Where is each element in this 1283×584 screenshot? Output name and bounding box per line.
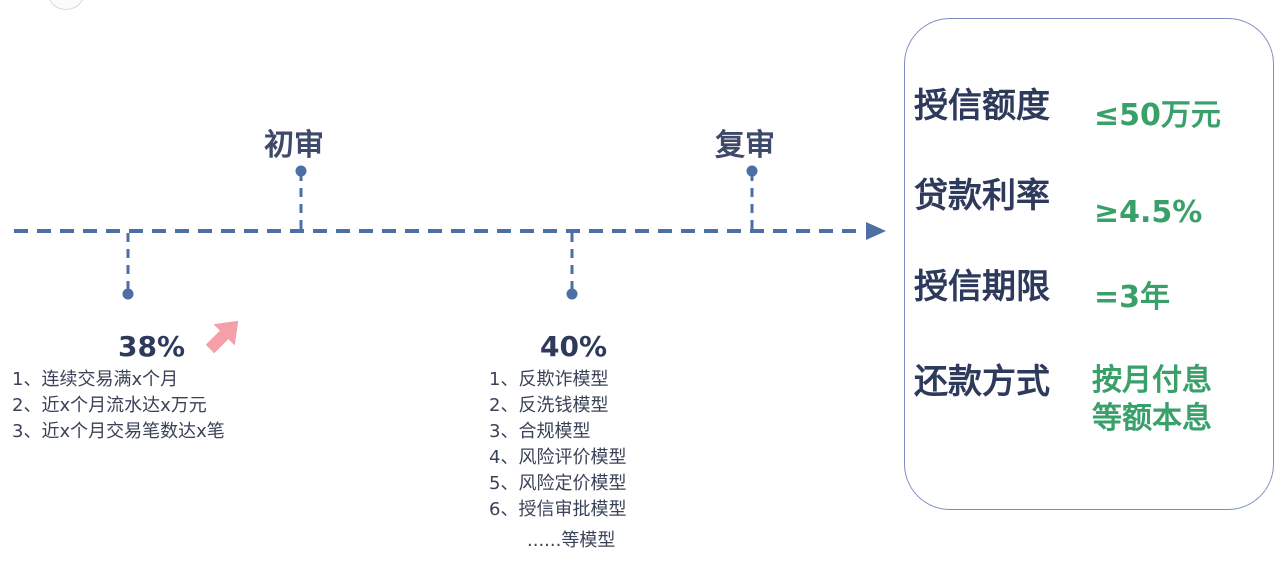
timeline-arrowhead (866, 222, 886, 240)
list-item: 5、风险定价模型 (489, 473, 627, 494)
checkpoint-1-percent: 38% (118, 330, 186, 363)
checkpoint-1-criteria-list: 1、连续交易满x个月 2、近x个月流水达x万元 3、近x个月交易笔数达x笔 (12, 367, 225, 445)
list-item: 3、近x个月交易笔数达x笔 (12, 421, 225, 442)
list-item: 4、风险评价模型 (489, 447, 627, 468)
term-value-credit-term: =3年 (1094, 279, 1170, 317)
list-item: 3、合规模型 (489, 421, 591, 442)
term-value-line: =3年 (1094, 280, 1171, 315)
checkpoint-2-model-list: 1、反欺诈模型 2、反洗钱模型 3、合规模型 4、风险评价模型 5、风险定价模型… (489, 367, 626, 523)
checkpoint-2-percent: 40% (540, 330, 608, 363)
final-review-dot (746, 165, 758, 177)
term-value-line: 等额本息 (1092, 401, 1212, 436)
term-value-line: ≤50万元 (1094, 98, 1221, 133)
list-item: 2、反洗钱模型 (489, 395, 609, 416)
stage-title-final-review: 复审 (715, 128, 775, 163)
list-item: 6、授信审批模型 (489, 499, 627, 520)
term-value-interest-rate: ≥4.5% (1094, 194, 1202, 232)
list-item: 1、连续交易满x个月 (12, 369, 179, 390)
term-label-credit-term: 授信期限 (914, 267, 1050, 307)
upward-arrow-icon (205, 320, 239, 354)
term-value-line: ≥4.5% (1094, 195, 1203, 230)
list-item: 2、近x个月流水达x万元 (12, 395, 207, 416)
loan-terms-card (904, 18, 1274, 510)
initial-review-dot (295, 165, 307, 177)
term-value-repayment-method: 按月付息 等额本息 (1092, 362, 1212, 438)
term-label-interest-rate: 贷款利率 (914, 176, 1050, 216)
term-value-credit-limit: ≤50万元 (1094, 97, 1221, 135)
stage-title-initial-review: 初审 (264, 128, 324, 163)
checkpoint-1-dot (122, 288, 134, 300)
list-item: 1、反欺诈模型 (489, 369, 609, 390)
term-value-line: 按月付息 (1092, 363, 1212, 398)
checkpoint-2-more-models: ......等模型 (527, 530, 616, 551)
term-label-repayment-method: 还款方式 (914, 362, 1050, 402)
checkpoint-2-dot (566, 288, 578, 300)
term-label-credit-limit: 授信额度 (914, 86, 1050, 126)
